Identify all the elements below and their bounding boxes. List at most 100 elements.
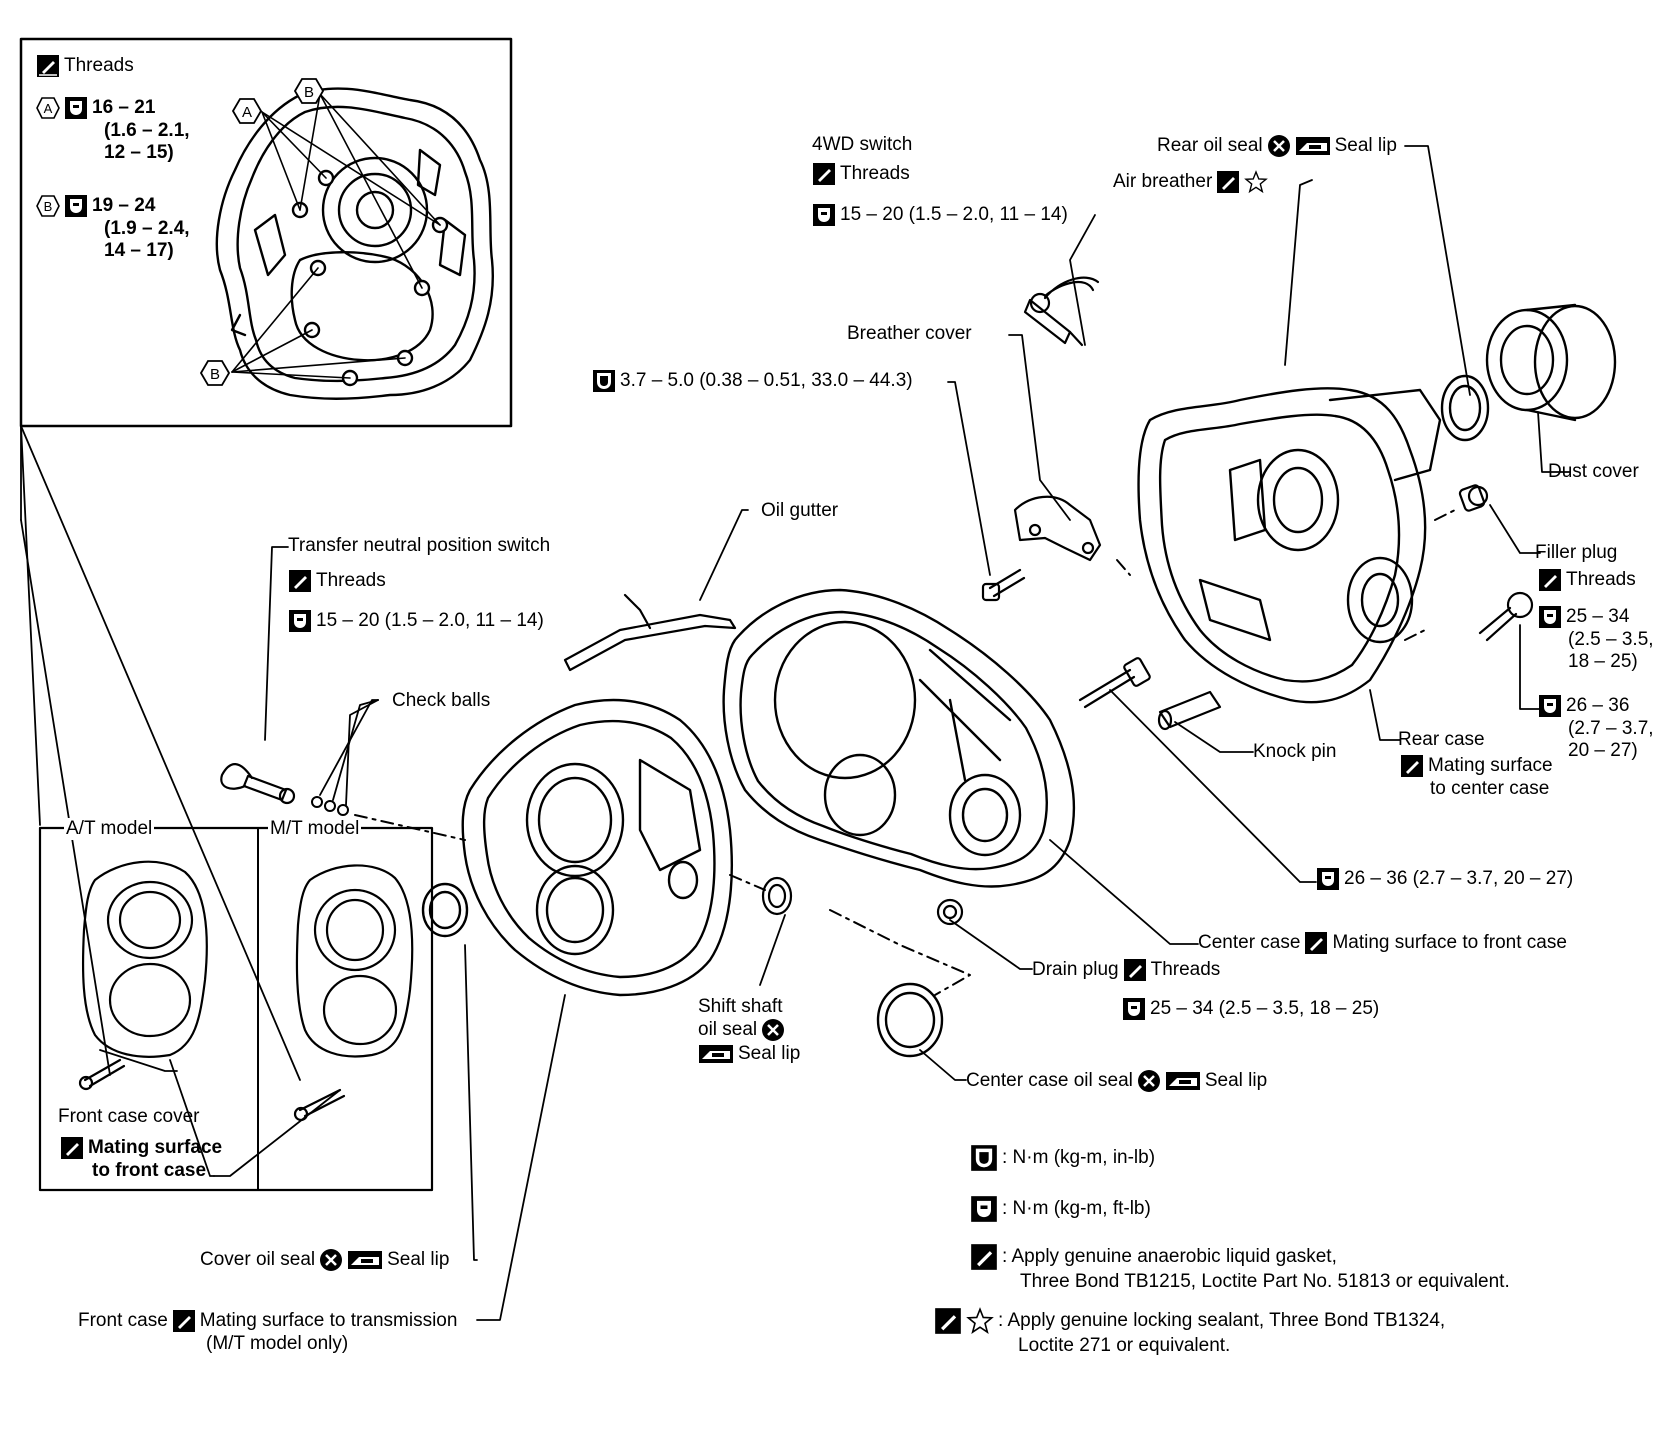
drain-plug-drawing bbox=[936, 898, 964, 926]
replace-x-icon bbox=[1267, 134, 1291, 158]
gasket-icon bbox=[970, 1243, 998, 1271]
star-icon bbox=[966, 1307, 994, 1335]
grease-icon bbox=[347, 1248, 383, 1272]
legend-sealant-line2: Loctite 271 or equivalent. bbox=[1018, 1335, 1231, 1356]
filler-plug-drawing bbox=[1458, 484, 1489, 512]
breather-bolt-torque-value: 3.7 – 5.0 (0.38 – 0.51, 33.0 – 44.3) bbox=[620, 370, 913, 391]
inset-a-line2: (1.6 – 2.1, bbox=[104, 120, 190, 141]
inset-callout-b-bottom: B bbox=[199, 360, 231, 391]
cover-oil-seal-note: Cover oil seal Seal lip bbox=[200, 1248, 449, 1272]
shift-shaft-line2: oil seal bbox=[698, 1019, 758, 1040]
inset-callout-lines bbox=[231, 93, 441, 379]
inset-a-letter: A bbox=[44, 101, 53, 116]
gasket-icon bbox=[172, 1309, 196, 1333]
legend-gasket: : Apply genuine anaerobic liquid gasket,… bbox=[970, 1243, 1510, 1293]
legend-gasket-line2: Three Bond TB1215, Loctite Part No. 5181… bbox=[1020, 1271, 1510, 1292]
grease-icon bbox=[1295, 134, 1331, 158]
drain-plug-label: Drain plug bbox=[1032, 959, 1119, 980]
front-case-cover-label: Front case cover bbox=[58, 1106, 200, 1127]
torque-ftlb-icon bbox=[1538, 605, 1562, 629]
center-case-drawing bbox=[722, 588, 1076, 888]
fourwd-switch-drawing bbox=[1023, 276, 1100, 347]
check-balls-label: Check balls bbox=[392, 690, 491, 711]
transfer-switch-drawing bbox=[220, 763, 296, 805]
knock-pin-drawing bbox=[1157, 690, 1222, 731]
breather-cover-label: Breather cover bbox=[847, 323, 972, 344]
check-balls-drawing bbox=[311, 796, 349, 816]
replace-x-icon bbox=[319, 1248, 343, 1272]
gasket-icon bbox=[1216, 170, 1240, 194]
inset-a-torque: 16 – 21 bbox=[92, 97, 156, 118]
torque-ftlb-icon bbox=[1316, 867, 1340, 891]
rear-bolt-torque-line3: 20 – 27) bbox=[1568, 740, 1638, 761]
transfer-torque-spec: 15 – 20 (1.5 – 2.0, 11 – 14) bbox=[288, 609, 544, 633]
front-case-drawing bbox=[461, 698, 733, 997]
fourwd-torque-value: 15 – 20 (1.5 – 2.0, 11 – 14) bbox=[840, 204, 1068, 225]
torque-inlb-icon bbox=[592, 369, 616, 393]
center-bolt-torque-value: 26 – 36 (2.7 – 3.7, 20 – 27) bbox=[1344, 868, 1574, 889]
shift-shaft-seal-drawing bbox=[761, 876, 793, 916]
shift-seal-lip-label: Seal lip bbox=[738, 1043, 801, 1064]
fourwd-switch-label: 4WD switch bbox=[812, 134, 913, 155]
drain-plug-note: Drain plug Threads bbox=[1032, 958, 1220, 982]
legend-ftlb: : N·m (kg-m, ft-lb) bbox=[970, 1195, 1151, 1223]
grease-icon bbox=[1165, 1069, 1201, 1093]
center-bolt-torque-spec: 26 – 36 (2.7 – 3.7, 20 – 27) bbox=[1316, 867, 1573, 891]
front-case-cover-mating-note: Mating surface to front case bbox=[60, 1136, 222, 1182]
torque-ftlb-icon bbox=[970, 1195, 998, 1223]
center-case-oil-seal-drawing bbox=[876, 982, 944, 1058]
center-case-bolt-drawing bbox=[1078, 657, 1151, 709]
gasket-icon bbox=[1538, 568, 1562, 592]
filler-plug-label: Filler plug bbox=[1535, 542, 1618, 563]
transfer-torque-value: 15 – 20 (1.5 – 2.0, 11 – 14) bbox=[316, 610, 544, 631]
fcc-mating-line2: to front case bbox=[92, 1160, 207, 1181]
torque-ftlb-icon bbox=[1122, 997, 1146, 1021]
legend-inlb-text: : N·m (kg-m, in-lb) bbox=[1002, 1147, 1156, 1168]
rear-case-label: Rear case bbox=[1398, 729, 1485, 750]
cover-models-frame bbox=[38, 826, 434, 1192]
inset-b-torque: 19 – 24 bbox=[92, 195, 156, 216]
gasket-icon bbox=[1304, 931, 1328, 955]
gasket-icon bbox=[1123, 958, 1147, 982]
mt-cover-drawing bbox=[293, 864, 414, 1122]
gasket-icon bbox=[1400, 754, 1424, 778]
cover-oil-seal-label: Cover oil seal bbox=[200, 1249, 316, 1270]
hex-callout-a-icon: A bbox=[36, 96, 60, 120]
cover-oil-seal-drawing bbox=[421, 882, 469, 938]
legend-gasket-line1: : Apply genuine anaerobic liquid gasket, bbox=[1002, 1246, 1337, 1267]
center-case-note: Center case Mating surface to front case bbox=[1198, 931, 1567, 955]
dust-cover-label: Dust cover bbox=[1548, 461, 1639, 482]
cover-seal-lip-label: Seal lip bbox=[387, 1249, 450, 1270]
at-cover-drawing bbox=[78, 860, 208, 1091]
rear-bolt-torque-line1: 26 – 36 bbox=[1566, 695, 1630, 716]
rear-oil-seal-drawing bbox=[1440, 374, 1490, 442]
drain-torque-value: 25 – 34 (2.5 – 3.5, 18 – 25) bbox=[1150, 998, 1380, 1019]
star-icon bbox=[1244, 170, 1269, 194]
inset-callout-a-letter: A bbox=[242, 104, 252, 121]
oil-gutter-label: Oil gutter bbox=[761, 500, 839, 521]
leader-lines bbox=[99, 145, 1571, 1321]
front-case-model-note: (M/T model only) bbox=[206, 1333, 349, 1354]
at-model-label: A/T model bbox=[64, 818, 155, 840]
breather-cover-drawing bbox=[1013, 495, 1102, 562]
front-case-note: Front case Mating surface to transmissio… bbox=[78, 1309, 457, 1355]
rear-oil-seal-note: Rear oil seal Seal lip bbox=[1157, 134, 1397, 158]
legend-sealant: : Apply genuine locking sealant, Three B… bbox=[934, 1307, 1445, 1357]
inset-callout-a: A bbox=[231, 98, 263, 129]
gasket-icon bbox=[60, 1136, 84, 1160]
air-breather-note: Air breather bbox=[1113, 170, 1269, 194]
rear-oil-seal-label: Rear oil seal bbox=[1157, 135, 1263, 156]
inset-callout-b-top-letter: B bbox=[304, 84, 314, 101]
torque-inlb-icon bbox=[970, 1144, 998, 1172]
mt-model-label: M/T model bbox=[268, 818, 362, 840]
drain-threads-label: Threads bbox=[1150, 959, 1221, 980]
rear-case-bolt-drawing bbox=[1478, 591, 1534, 642]
hex-callout-b-icon: B bbox=[36, 194, 60, 218]
legend-sealant-line1: : Apply genuine locking sealant, Three B… bbox=[998, 1310, 1446, 1331]
oil-gutter-drawing bbox=[563, 593, 737, 672]
rear-case-mating-line2: to center case bbox=[1430, 778, 1550, 799]
transfer-switch-label: Transfer neutral position switch bbox=[288, 535, 551, 556]
filler-torque-line1: 25 – 34 bbox=[1566, 606, 1630, 627]
transfer-threads-label: Threads bbox=[316, 570, 386, 591]
